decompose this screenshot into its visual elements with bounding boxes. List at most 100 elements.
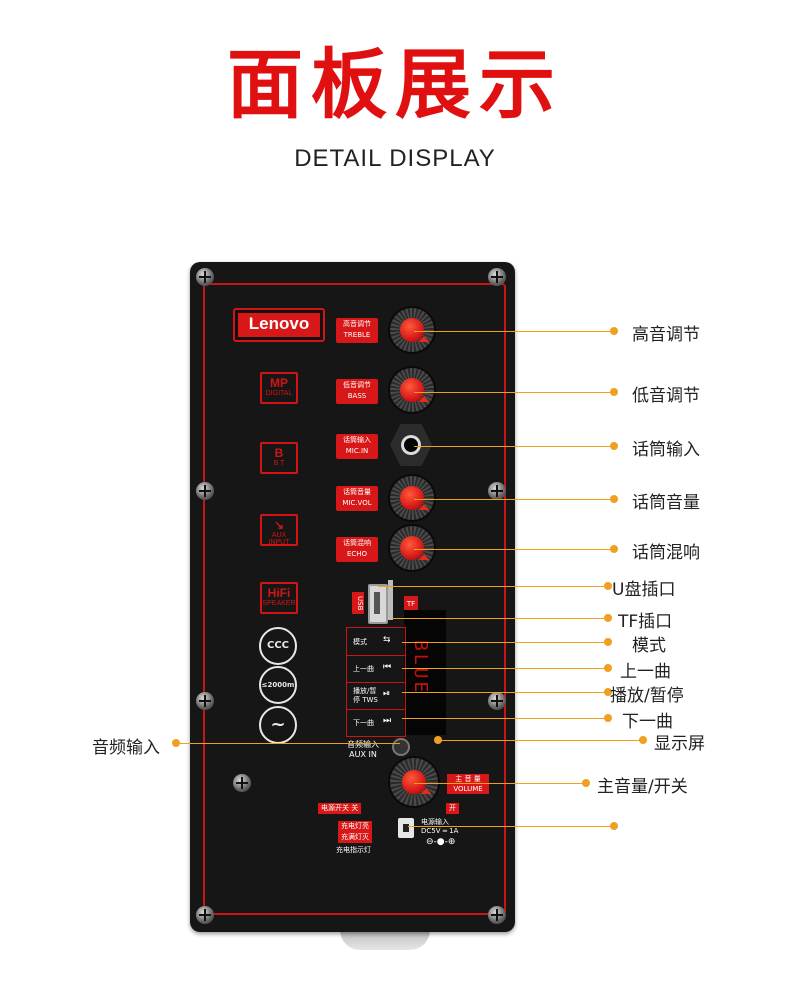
bass-label-cn: 低音调节: [343, 381, 371, 389]
usb-port[interactable]: [368, 584, 388, 624]
button-group: 模式 ⇆ 上一曲 ⏮ 播放/暂停 TWS ⏯ 下一曲 ⏭: [346, 627, 406, 737]
altitude-icon: ≤2000m: [259, 666, 297, 704]
screw-icon: [196, 692, 214, 710]
panel-border: [203, 283, 506, 915]
callout-mode: 模式: [632, 636, 666, 656]
play-pause-icon: ⏯: [383, 689, 391, 699]
mic-vol-label: 话筒音量 MIC.VOL: [336, 486, 378, 511]
bass-label-en: BASS: [347, 392, 367, 400]
mic-volume-knob[interactable]: [390, 476, 434, 520]
leader-line: [414, 446, 614, 447]
leader-dot: [604, 638, 612, 646]
ccc-icon: CCC: [259, 627, 297, 665]
next-button-label: 下一曲: [353, 719, 374, 727]
mic-vol-label-en: MIC.VOL: [342, 499, 372, 507]
screw-icon: [196, 482, 214, 500]
power-input-line1: 电源输入: [421, 818, 449, 826]
callout-usb: U盘插口: [612, 580, 676, 600]
echo-label-en: ECHO: [346, 550, 368, 558]
bluetooth-icon: B B T: [260, 442, 298, 474]
aux-input-icon: ↘ AUX INPUT: [260, 514, 298, 546]
aux-input-icon-sub: AUX INPUT: [268, 532, 290, 546]
mic-in-label: 话筒输入 MIC.IN: [336, 434, 378, 459]
echo-knob[interactable]: [390, 526, 434, 570]
mode-icon: ⇆: [383, 635, 391, 645]
callout-mic-vol: 话筒音量: [632, 493, 700, 513]
leader-line: [414, 331, 614, 332]
treble-label-cn: 高音调节: [343, 320, 371, 328]
panel-stand: [340, 930, 430, 950]
mic-input-jack[interactable]: [390, 424, 432, 466]
power-button[interactable]: [398, 818, 414, 838]
leader-dot: [610, 388, 618, 396]
callout-play: 播放/暂停: [610, 686, 684, 706]
prev-button-label: 上一曲: [353, 665, 374, 673]
callout-treble: 高音调节: [632, 325, 700, 345]
charge-status-line2: 充满灯灭: [341, 833, 369, 841]
leader-dot: [610, 327, 618, 335]
hifi-icon-label: HiFi: [267, 586, 291, 600]
main-volume-knob[interactable]: [390, 758, 438, 806]
volume-label-cn: 主 音 量: [455, 775, 481, 783]
tf-label: TF: [404, 596, 418, 612]
mode-button[interactable]: 模式 ⇆: [347, 628, 405, 656]
climate-icon: ~: [259, 706, 297, 744]
echo-label-cn: 话筒混响: [343, 539, 371, 547]
aux-in-label-cn: 音频输入: [347, 740, 379, 749]
led-display-text: BLUE: [410, 640, 431, 695]
mic-vol-label-cn: 话筒音量: [343, 488, 371, 496]
mp3-icon: MP DIGITAL: [260, 372, 298, 404]
leader-dot: [604, 664, 612, 672]
treble-label: 高音调节 TREBLE: [336, 318, 378, 343]
screw-icon: [196, 906, 214, 924]
callout-next: 下一曲: [622, 712, 673, 732]
leader-line: [402, 718, 608, 719]
leader-dot: [610, 442, 618, 450]
leader-dot: [434, 736, 442, 744]
treble-knob[interactable]: [390, 308, 434, 352]
callout-aux: 音频输入: [92, 738, 160, 758]
callout-echo: 话筒混响: [632, 543, 700, 563]
mic-in-label-en: MIC.IN: [345, 447, 369, 455]
aux-input-icon-label: ↘: [273, 518, 285, 532]
mic-in-label-cn: 话筒输入: [343, 436, 371, 444]
screw-icon: [233, 774, 251, 792]
leader-line: [402, 668, 608, 669]
leader-dot: [604, 714, 612, 722]
leader-dot: [639, 736, 647, 744]
power-input-label: 电源输入 DC5V ═ 1A: [421, 818, 458, 836]
bass-label: 低音调节 BASS: [336, 379, 378, 404]
next-button[interactable]: 下一曲 ⏭: [347, 709, 405, 736]
play-pause-button[interactable]: 播放/暂停 TWS ⏯: [347, 682, 405, 710]
play-pause-button-label: 播放/暂停 TWS: [353, 687, 378, 704]
brand-logo-text: Lenovo: [238, 313, 320, 337]
leader-line: [414, 549, 614, 550]
callout-tf: TF插口: [618, 612, 673, 632]
leader-dot: [582, 779, 590, 787]
page-title: 面板展示: [227, 40, 563, 129]
tf-card-slot[interactable]: [388, 580, 393, 620]
leader-line: [402, 692, 608, 693]
screw-icon: [488, 482, 506, 500]
bluetooth-icon-label: B: [274, 446, 284, 460]
echo-label: 话筒混响 ECHO: [336, 537, 378, 562]
callout-display: 显示屏: [654, 734, 705, 754]
leader-line: [414, 392, 614, 393]
volume-label-en: VOLUME: [453, 785, 483, 793]
leader-line: [414, 783, 586, 784]
leader-line: [176, 743, 400, 744]
leader-line: [438, 740, 643, 741]
callout-prev: 上一曲: [620, 662, 671, 682]
leader-line: [402, 642, 608, 643]
dc-polarity-icon: ⊖-●-⊕: [426, 837, 456, 847]
mp3-icon-sub: DIGITAL: [265, 390, 293, 397]
charge-indicator-label: 充电指示灯: [336, 846, 371, 854]
bass-knob[interactable]: [390, 368, 434, 412]
screw-icon: [488, 268, 506, 286]
screw-icon: [196, 268, 214, 286]
charge-status-line1: 充电灯亮: [341, 822, 369, 830]
leader-line: [408, 826, 614, 827]
usb-label: USB: [352, 592, 364, 614]
prev-button[interactable]: 上一曲 ⏮: [347, 655, 405, 683]
callout-bass: 低音调节: [632, 386, 700, 406]
